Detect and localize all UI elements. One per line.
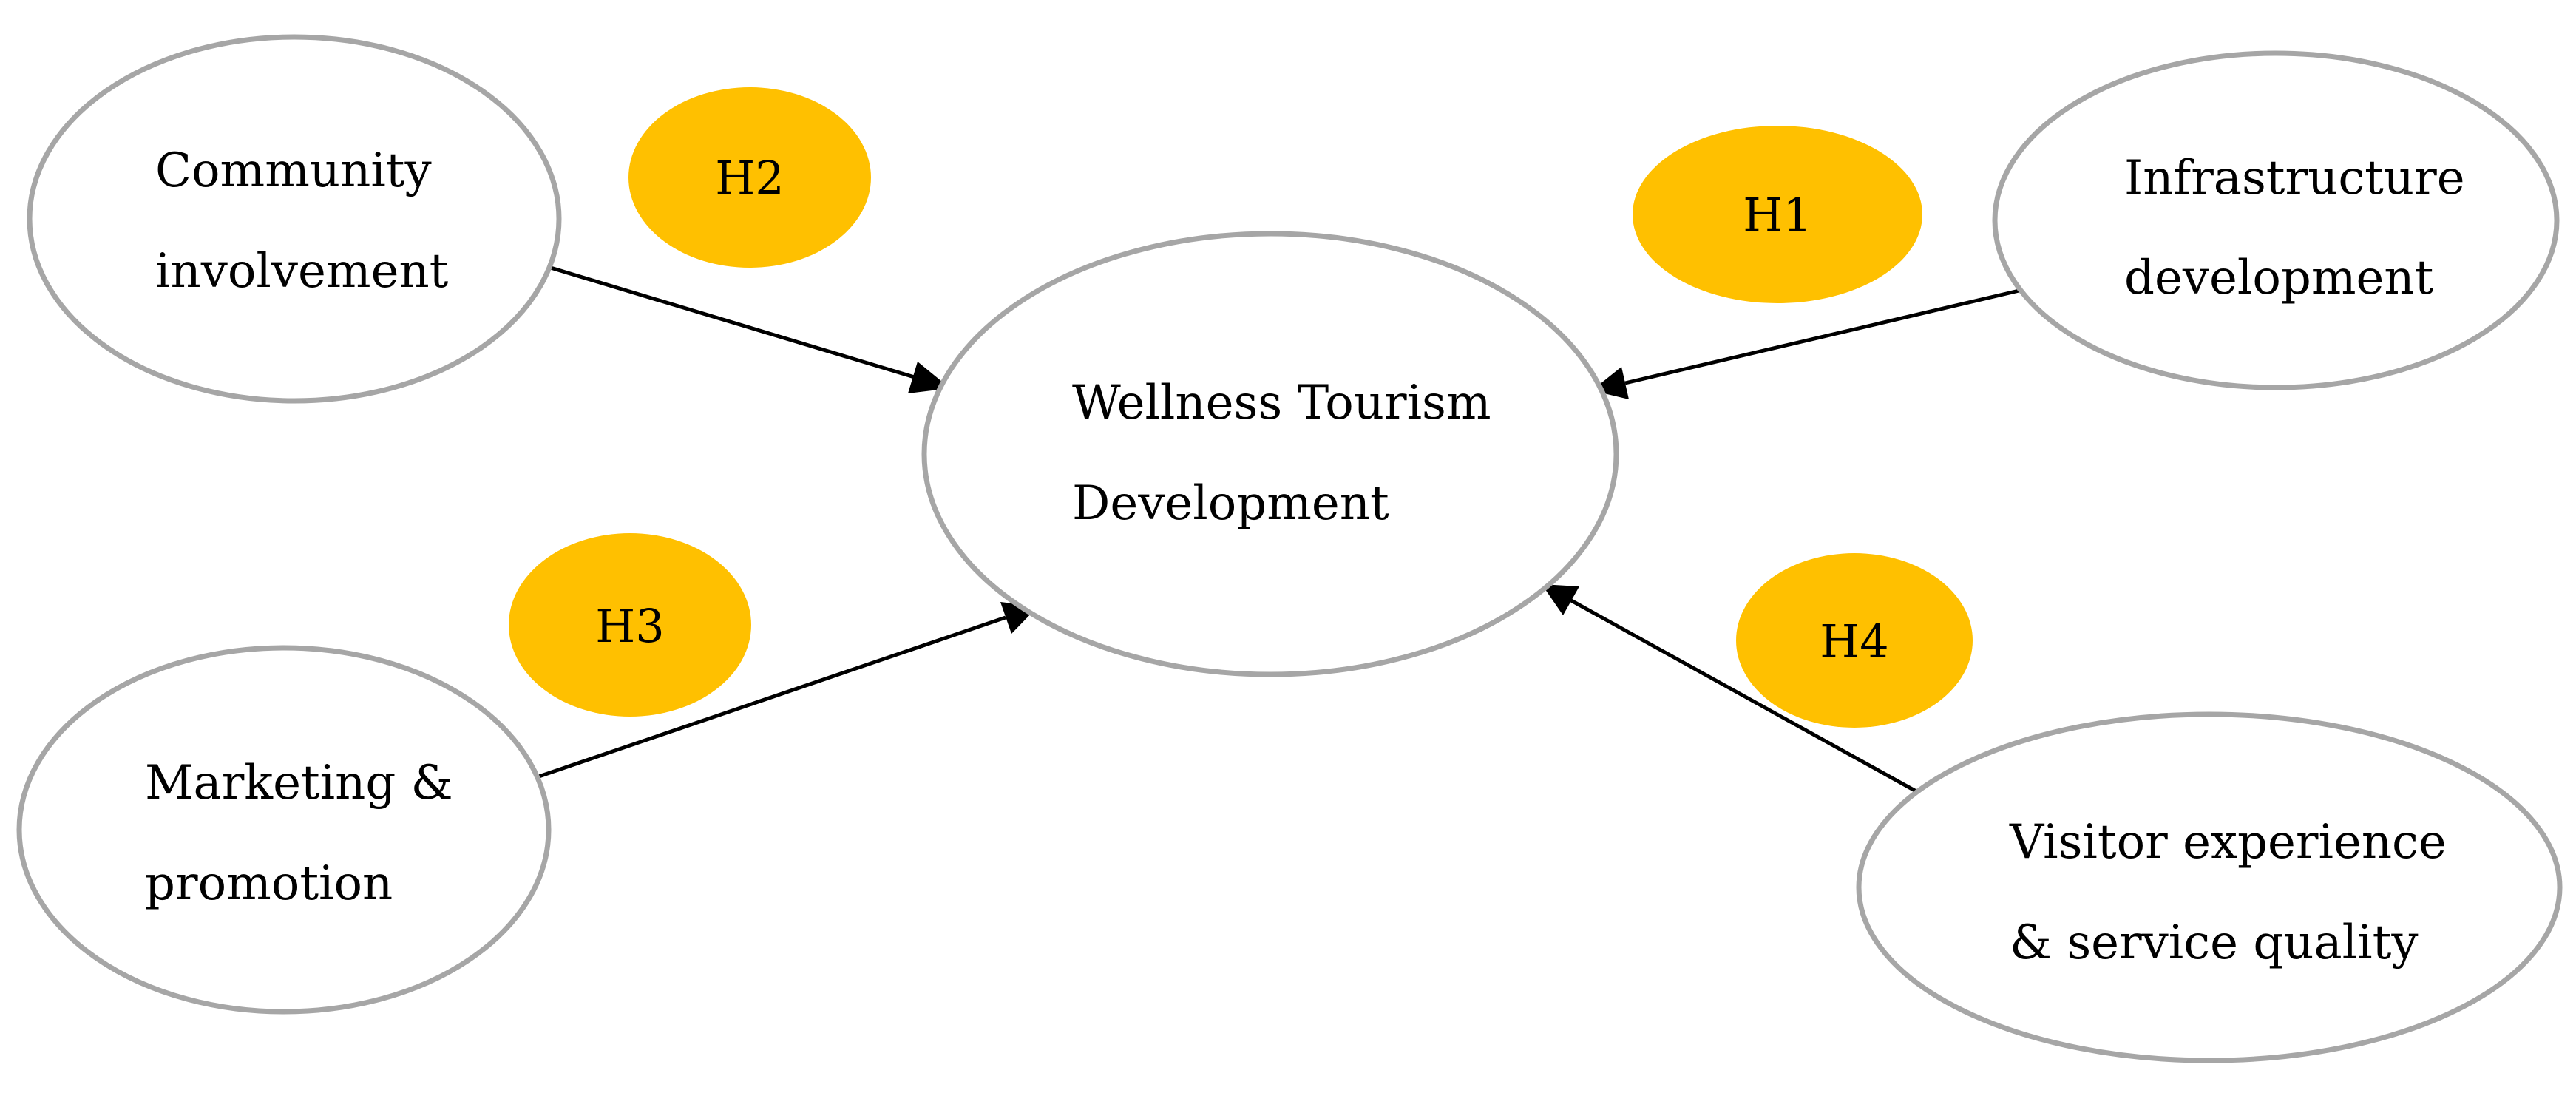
badge-h1-label: H1 — [1743, 188, 1812, 242]
node-community-involvement: Community involvement — [27, 34, 562, 404]
node-marketing-line2: promotion — [145, 856, 393, 911]
badge-h1-shape — [1633, 126, 1922, 303]
badge-h2-label: H2 — [715, 151, 784, 205]
node-visitor-line2: & service quality — [2010, 916, 2418, 970]
node-marketing-promotion: Marketing & promotion — [16, 645, 552, 1015]
badge-h1: H1 — [1633, 126, 1922, 303]
badge-h2-shape — [628, 87, 871, 268]
node-center-line2: Development — [1072, 476, 1389, 531]
node-community-line1: Community — [155, 143, 432, 198]
arrow-h4 — [1542, 584, 1922, 796]
node-community-line2: involvement — [155, 244, 449, 299]
node-marketing-line1: Marketing & — [145, 756, 453, 811]
badge-h3-label: H3 — [595, 599, 665, 653]
node-visitor-experience: Visitor experience & service quality — [1856, 711, 2563, 1063]
badge-h3: H3 — [509, 533, 751, 717]
nodes: Community involvement Infrastructure dev… — [16, 34, 2563, 1063]
node-visitor-line1: Visitor experience — [2009, 815, 2447, 870]
node-infrastructure-line2: development — [2124, 251, 2434, 305]
badge-h4-shape — [1736, 553, 1973, 728]
badge-h2: H2 — [628, 87, 871, 268]
badge-h4-label: H4 — [1820, 615, 1889, 669]
node-infrastructure-development: Infrastructure development — [1992, 50, 2560, 390]
node-wellness-tourism-development: Wellness Tourism Development — [921, 231, 1619, 677]
badge-h3-shape — [509, 533, 751, 717]
arrow-h2 — [545, 264, 950, 393]
hypothesis-badges: H2 H1 H3 H4 — [509, 87, 1973, 728]
badge-h4: H4 — [1736, 553, 1973, 728]
node-infrastructure-line1: Infrastructure — [2124, 151, 2465, 206]
arrow-h1 — [1592, 288, 2023, 399]
node-center-line1: Wellness Tourism — [1072, 376, 1491, 430]
